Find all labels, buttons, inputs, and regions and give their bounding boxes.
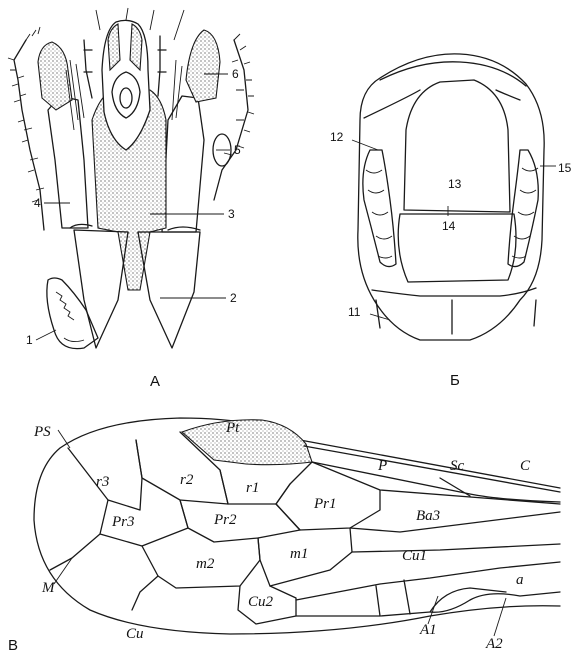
label-15: 15 (558, 161, 572, 175)
leader-a1 (428, 596, 438, 624)
stipes-left (74, 230, 128, 348)
wing-label-m2: m2 (196, 556, 215, 572)
label-11: 11 (348, 305, 361, 319)
wing-label-r1: r1 (246, 480, 259, 496)
wing-label-m: M (41, 580, 56, 596)
wing-label-m1: m1 (290, 546, 308, 562)
vein-m (50, 534, 100, 570)
paraglossa-inner (120, 88, 132, 108)
wing-label-cu2: Cu2 (248, 594, 274, 610)
vein-a1 (296, 562, 560, 616)
leader-1 (36, 330, 56, 340)
wing-label-pr3: Pr3 (111, 514, 135, 530)
lower-edge-right (168, 227, 200, 230)
label-1: 1 (26, 333, 33, 347)
mouthparts-drawing (8, 8, 254, 349)
panel-label-a: А (150, 373, 160, 390)
label-4: 4 (34, 196, 41, 210)
leader-a2 (494, 598, 506, 636)
wing-label-pr1: Pr1 (313, 496, 337, 512)
vein-a2 (430, 592, 560, 612)
label-3: 3 (228, 207, 235, 221)
wing-label-cu: Cu (126, 626, 144, 642)
palp-hairs-right (234, 34, 254, 148)
mesoscutum (404, 80, 510, 212)
thorax-drawing (352, 54, 556, 340)
label-13: 13 (448, 177, 462, 191)
wing-label-p: P (377, 458, 387, 474)
lateral-right (508, 150, 538, 267)
vein-cu1 (352, 544, 560, 552)
labial-palp-left (84, 40, 92, 98)
vein-sc-cell (440, 478, 470, 496)
wing-label-cu1: Cu1 (402, 548, 427, 564)
label-14: 14 (442, 219, 456, 233)
thorax-outline (358, 54, 544, 340)
mandible-teeth (56, 292, 74, 320)
vein-ba3 (350, 512, 560, 532)
panel-label-v: В (8, 637, 18, 654)
pterostigma (182, 420, 312, 465)
vein-cu (132, 576, 158, 610)
cell-r1 (220, 462, 312, 504)
wing-label-ps: PS (33, 424, 51, 440)
wing-label-ba3: Ba3 (416, 508, 440, 524)
leader-m (54, 558, 72, 584)
label-2: 2 (230, 291, 237, 305)
palp-segments-left (18, 76, 44, 190)
mandible (47, 278, 98, 349)
wing-label-pt: Pt (225, 420, 240, 436)
maxilla-left (48, 96, 88, 228)
wing-label-r2: r2 (180, 472, 194, 488)
pronotum (364, 62, 526, 118)
cell-pr2 (180, 500, 300, 542)
panel-label-b: Б (450, 372, 460, 389)
wing-label-r3: r3 (96, 474, 109, 490)
wing-label-a2: A2 (485, 636, 503, 652)
mandible-base (64, 338, 84, 342)
wing-label-a1: A1 (419, 622, 437, 638)
wing-label-a: a (516, 572, 524, 588)
label-12: 12 (330, 130, 344, 144)
wing-label-sc: Sc (450, 458, 465, 474)
label-5: 5 (234, 143, 241, 157)
maxilla-right (162, 96, 204, 232)
labial-palp-right (158, 36, 166, 96)
maxilla-right-tip (186, 30, 220, 102)
scutellum (398, 214, 516, 282)
leader-12 (352, 140, 378, 150)
lateral-left (363, 150, 396, 267)
wing-label-pr2: Pr2 (213, 512, 237, 528)
palp-hairs-left (8, 27, 40, 202)
label-6: 6 (232, 67, 239, 81)
wing-label-c: C (520, 458, 531, 474)
